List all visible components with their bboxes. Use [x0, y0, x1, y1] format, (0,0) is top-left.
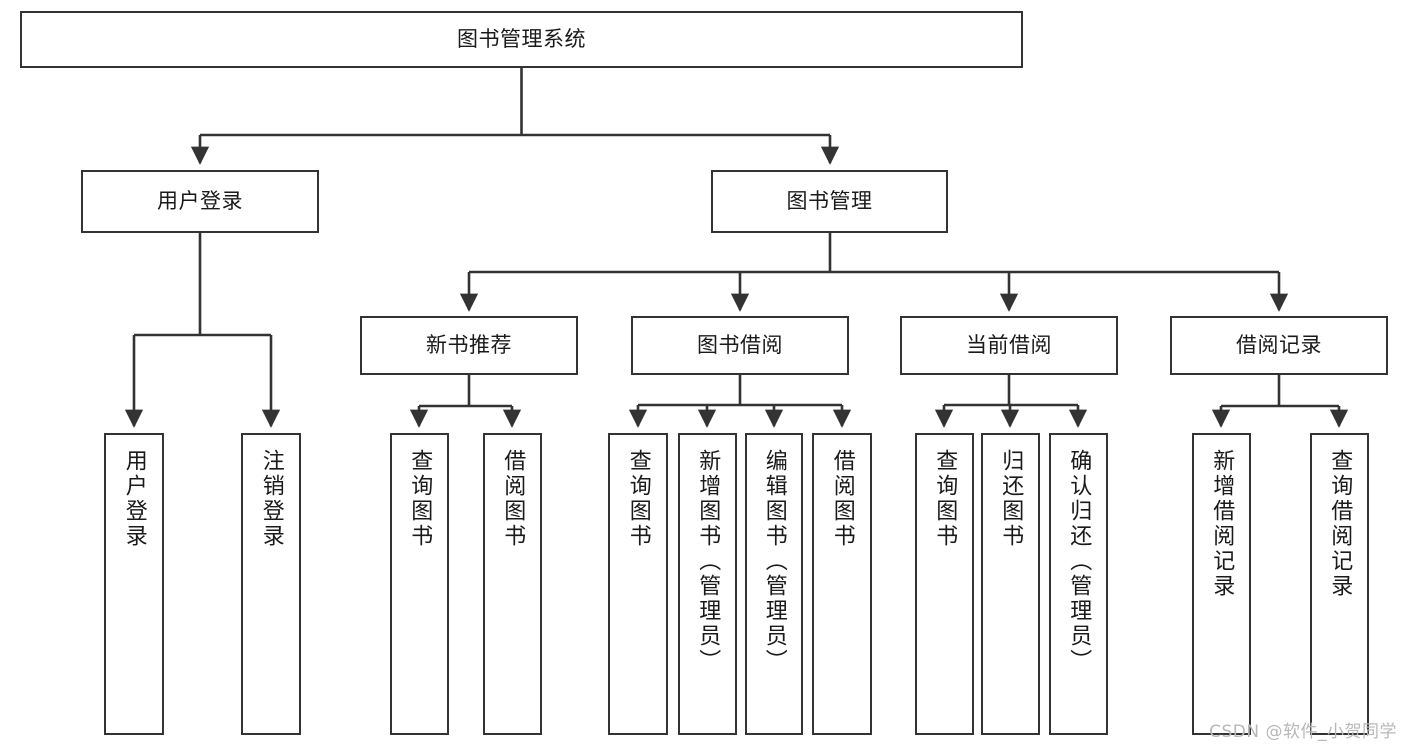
node-borrow-record-label: 借阅记录: [1236, 332, 1322, 357]
node-user-login[interactable]: 用户登录: [81, 170, 319, 233]
node-leaf-query-book-1-label: 查询图书: [407, 449, 433, 549]
node-book-manage-label: 图书管理: [786, 188, 873, 213]
node-leaf-edit-book-label: 编辑图书（管理员）: [761, 449, 787, 674]
node-leaf-borrow-book-2-label: 借阅图书: [829, 449, 855, 549]
node-current-borrow[interactable]: 当前借阅: [900, 316, 1118, 375]
node-leaf-query-book-2-label: 查询图书: [625, 449, 651, 549]
node-leaf-borrow-book-1[interactable]: 借阅图书: [483, 433, 542, 735]
node-leaf-confirm-return-label: 确认归还（管理员）: [1066, 449, 1092, 674]
node-borrow-record[interactable]: 借阅记录: [1170, 316, 1388, 375]
node-leaf-add-book[interactable]: 新增图书（管理员）: [678, 433, 737, 735]
node-leaf-query-book-3-label: 查询图书: [932, 449, 958, 549]
node-book-manage[interactable]: 图书管理: [711, 170, 948, 233]
node-user-login-label: 用户登录: [157, 188, 243, 213]
node-book-borrow[interactable]: 图书借阅: [631, 316, 849, 375]
node-root-label: 图书管理系统: [457, 26, 586, 51]
node-leaf-logout-label: 注销登录: [258, 449, 284, 549]
node-leaf-query-book-1[interactable]: 查询图书: [390, 433, 449, 735]
node-leaf-query-book-2[interactable]: 查询图书: [608, 433, 668, 735]
node-leaf-return-book-label: 归还图书: [998, 449, 1024, 549]
node-leaf-edit-book[interactable]: 编辑图书（管理员）: [745, 433, 803, 735]
node-leaf-user-login-label: 用户登录: [121, 449, 147, 549]
node-leaf-add-record[interactable]: 新增借阅记录: [1192, 433, 1251, 735]
node-current-borrow-label: 当前借阅: [966, 332, 1052, 357]
watermark-text: CSDN @软件_小贺同学: [1209, 722, 1397, 742]
node-book-borrow-label: 图书借阅: [697, 332, 783, 357]
node-leaf-query-book-3[interactable]: 查询图书: [915, 433, 974, 735]
node-leaf-add-book-label: 新增图书（管理员）: [695, 449, 721, 674]
node-leaf-add-record-label: 新增借阅记录: [1209, 449, 1235, 599]
node-leaf-return-book[interactable]: 归还图书: [981, 433, 1040, 735]
node-leaf-confirm-return[interactable]: 确认归还（管理员）: [1049, 433, 1108, 735]
node-new-book-recommend-label: 新书推荐: [426, 332, 512, 357]
node-new-book-recommend[interactable]: 新书推荐: [360, 316, 578, 375]
node-root[interactable]: 图书管理系统: [20, 11, 1023, 68]
node-leaf-borrow-book-1-label: 借阅图书: [500, 449, 526, 549]
node-leaf-query-record[interactable]: 查询借阅记录: [1310, 433, 1369, 735]
node-leaf-query-record-label: 查询借阅记录: [1327, 449, 1353, 599]
node-leaf-logout[interactable]: 注销登录: [241, 433, 301, 735]
node-leaf-borrow-book-2[interactable]: 借阅图书: [812, 433, 872, 735]
node-leaf-user-login[interactable]: 用户登录: [104, 433, 164, 735]
